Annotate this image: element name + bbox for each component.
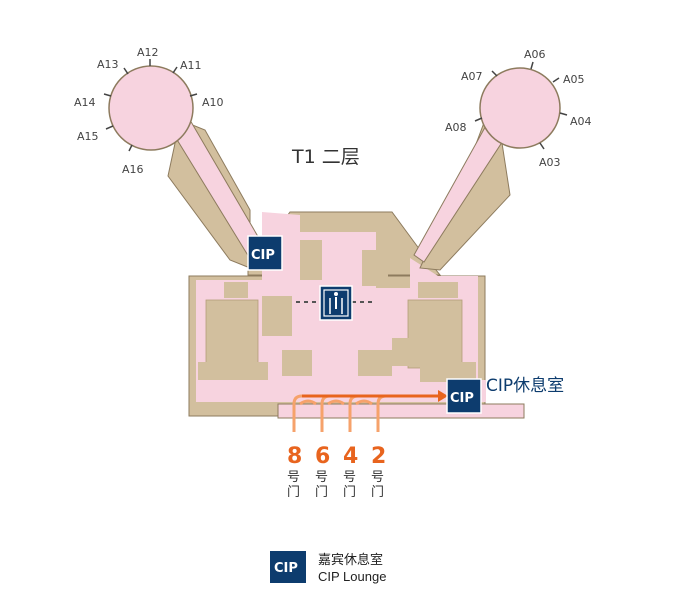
gate-label: A06 <box>524 48 546 61</box>
door-6[interactable]: 6 号 门 <box>315 444 330 500</box>
gate-label: A15 <box>77 130 99 143</box>
legend: CIP 嘉宾休息室 CIP Lounge <box>270 551 386 584</box>
gate-label: A07 <box>461 70 483 83</box>
door-hao: 号 <box>371 470 384 485</box>
gate-label: A13 <box>97 58 119 71</box>
door-number: 2 <box>371 444 386 469</box>
door-hao: 号 <box>287 470 300 485</box>
gate-label: A14 <box>74 96 96 109</box>
cip-marker[interactable]: CIP <box>247 235 283 271</box>
gate-label: A10 <box>202 96 224 109</box>
cip-room-marker[interactable]: CIP <box>446 378 482 414</box>
right-pier <box>413 61 568 271</box>
door-number: 8 <box>287 444 302 469</box>
cip-room-badge-text: CIP <box>450 391 474 406</box>
gate-label: A03 <box>539 156 561 169</box>
legend-cip-badge <box>270 551 306 583</box>
legend-zh-label: 嘉宾休息室 <box>318 552 383 568</box>
gate-label: A08 <box>445 121 467 134</box>
gate-label: A05 <box>563 73 585 86</box>
door-hao: 号 <box>343 470 356 485</box>
gate-label: A16 <box>122 163 144 176</box>
door-hao: 号 <box>315 470 328 485</box>
door-men: 门 <box>343 485 356 500</box>
door-men: 门 <box>371 485 384 500</box>
floor-title: T1 二层 <box>291 146 360 168</box>
door-men: 门 <box>315 485 328 500</box>
door-4[interactable]: 4 号 门 <box>343 444 358 500</box>
door-labels: 8 号 门 6 号 门 4 号 门 2 号 门 <box>287 444 386 500</box>
cip-badge-text: CIP <box>251 248 275 263</box>
door-men: 门 <box>287 485 300 500</box>
gate-label: A12 <box>137 46 159 59</box>
cip-room-label: CIP休息室 <box>486 376 564 396</box>
door-number: 6 <box>315 444 330 469</box>
door-2[interactable]: 2 号 门 <box>371 444 386 500</box>
right-gates: A06 A07 A05 A04 A08 A03 <box>445 48 592 169</box>
legend-badge-text: CIP <box>274 561 298 576</box>
left-gates: A13 A12 A11 A10 A14 A15 A16 <box>74 46 224 176</box>
left-pier <box>103 59 261 269</box>
gate-label: A04 <box>570 115 592 128</box>
elevator-icon <box>319 285 353 321</box>
door-8[interactable]: 8 号 门 <box>287 444 302 500</box>
door-number: 4 <box>343 444 358 469</box>
gate-label: A11 <box>180 59 202 72</box>
route-arrow <box>302 390 448 402</box>
legend-en-label: CIP Lounge <box>318 569 386 584</box>
